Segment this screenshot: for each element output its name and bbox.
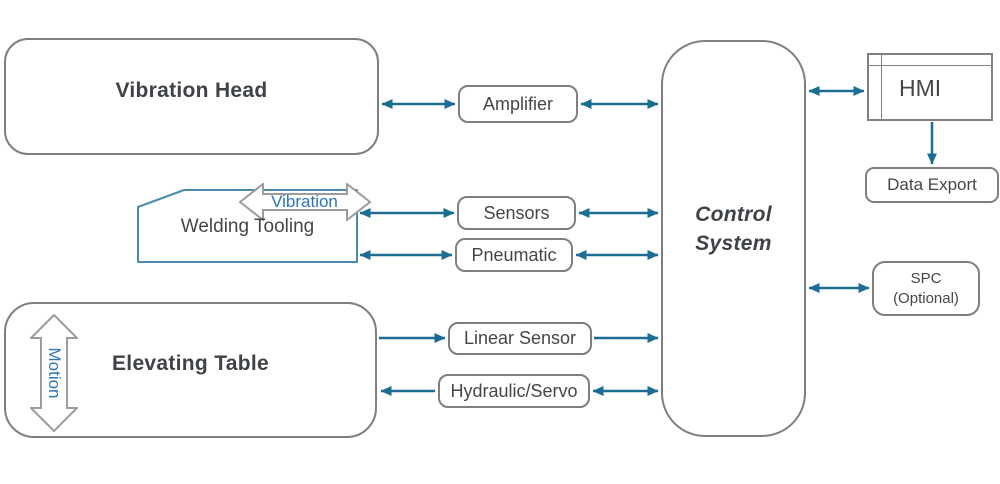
motion-arrow-label: Motion	[45, 347, 64, 399]
amplifier-label: Amplifier	[482, 93, 553, 114]
linear-sensor-label: Linear Sensor	[463, 328, 577, 348]
spc-label-line2: (Optional)	[893, 289, 959, 307]
vibration-head-label: Vibration Head	[115, 79, 268, 102]
node-data-export: Data Export	[865, 167, 999, 203]
node-welding-tooling: Welding Tooling	[140, 192, 355, 261]
node-hydraulic-servo: Hydraulic/Servo	[438, 374, 590, 408]
horizontal-double-arrow-icon	[237, 181, 372, 223]
vibration-double-arrow: Vibration	[237, 181, 372, 223]
node-linear-sensor: Linear Sensor	[448, 322, 592, 355]
node-elevating-table: Motion Elevating Table	[4, 302, 377, 438]
pneumatic-label: Pneumatic	[471, 244, 557, 265]
vertical-double-arrow-icon	[28, 313, 80, 433]
node-sensors: Sensors	[457, 196, 576, 230]
hydraulic-servo-label: Hydraulic/Servo	[450, 380, 578, 401]
welding-tooling-label: Welding Tooling	[180, 215, 315, 237]
motion-double-arrow: Motion	[28, 313, 80, 433]
vibration-arrow-label: Vibration	[271, 192, 338, 211]
node-pneumatic: Pneumatic	[455, 238, 573, 272]
node-hmi: HMI	[867, 53, 993, 121]
data-export-label: Data Export	[887, 175, 977, 194]
node-control-system: Control System	[661, 40, 806, 437]
node-spc: SPC (Optional)	[872, 261, 980, 316]
node-vibration-head: Vibration Head Vibration	[4, 38, 379, 223]
hmi-inner-horizontal-line	[869, 65, 991, 66]
control-system-label-line1: Control	[695, 203, 772, 227]
elevating-table-label: Elevating Table	[112, 352, 269, 375]
hmi-label: HMI	[899, 75, 942, 101]
spc-label-line1: SPC	[910, 270, 942, 287]
control-system-label-line2: System	[695, 231, 772, 255]
node-amplifier: Amplifier	[458, 85, 578, 123]
sensors-label: Sensors	[483, 202, 550, 223]
hmi-inner-vertical-line	[881, 55, 882, 119]
